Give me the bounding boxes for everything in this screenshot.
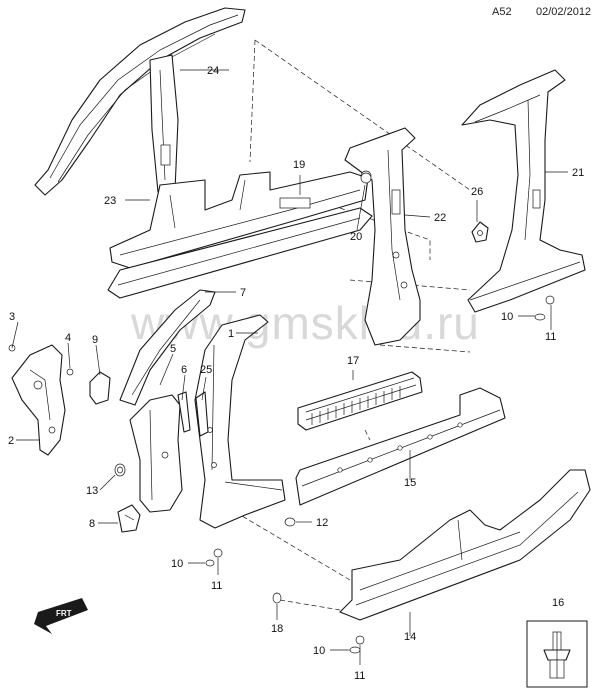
callout-11-b: 11 [545,331,556,343]
callout-10-b: 10 [501,311,513,323]
part-16-inset [526,620,588,688]
callout-22: 22 [434,212,446,224]
callout-11-c: 11 [354,670,365,682]
fasteners [114,172,555,654]
callout-labels: 24 23 19 20 22 21 26 7 1 5 6 25 3 4 9 2 … [8,65,584,682]
part-1-hinge-pillar [194,314,286,529]
part-7-reinforcement [119,289,216,406]
callout-19: 19 [293,159,305,171]
callout-9: 9 [92,334,98,346]
part-14-outer-rocker [339,469,591,621]
callout-6: 6 [181,364,187,376]
part-inner-sill-long [107,207,373,299]
callout-24: 24 [207,65,219,77]
part-9-shield [89,371,111,405]
part-26-bracket [471,221,489,243]
callout-3: 3 [9,311,15,323]
callout-18: 18 [271,623,283,635]
part-5-6-25-pillar-inner [129,391,209,513]
callout-1: 1 [228,328,234,340]
callout-23: 23 [104,195,116,207]
callout-15: 15 [404,477,416,489]
part-2-3-4-left-bracket [8,344,74,456]
diagram-date: 02/02/2012 [536,6,592,18]
forward-direction-icon: FRT [34,598,88,634]
callout-7: 7 [240,287,246,299]
callout-12: 12 [316,517,328,529]
part-21-outer-pillar [461,69,586,313]
callout-8: 8 [89,518,95,530]
part-23-19-inner-sill [109,171,369,269]
callout-11-a: 11 [211,580,222,592]
part-24-roof-rail [34,7,246,196]
fwd-label: FRT [56,609,72,618]
part-8-clip [117,504,141,533]
callout-25: 25 [200,364,212,376]
callout-13: 13 [86,485,98,497]
diagram-code: A52 [492,6,512,18]
callout-20: 20 [350,231,362,243]
callout-5: 5 [170,343,176,355]
callout-16: 16 [552,597,564,609]
part-17-rocker-insert [297,371,423,431]
callout-17: 17 [347,355,359,367]
callout-21: 21 [572,167,584,179]
leader-lines [11,69,568,665]
callout-10-c: 10 [313,645,325,657]
callout-2: 2 [8,435,14,447]
callout-4: 4 [65,332,71,344]
callout-26: 26 [471,186,483,198]
callout-14: 14 [404,631,416,643]
part-15-inner-rocker [295,387,506,506]
callout-10-a: 10 [171,558,183,570]
